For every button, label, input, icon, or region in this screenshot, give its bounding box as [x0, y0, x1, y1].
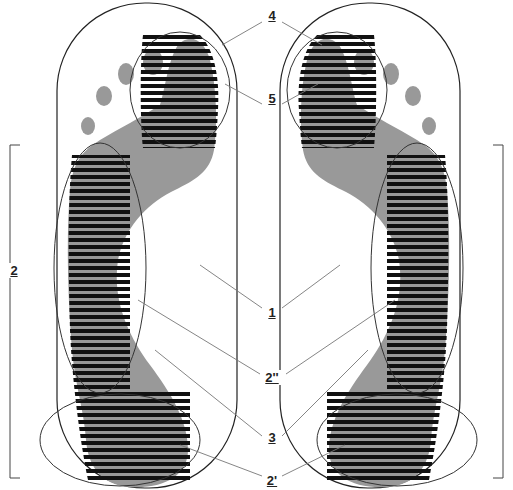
right-bracket [493, 145, 503, 478]
callout-number: 5 [266, 91, 277, 106]
callout-number: 1 [266, 305, 277, 320]
left-bracket [10, 145, 20, 478]
right-insole [280, 3, 477, 488]
callout-number: 2'' [263, 370, 280, 385]
leader-lines [138, 22, 395, 476]
callout-number: 3 [266, 430, 277, 445]
bracket-label: 2 [8, 263, 19, 278]
callout-number: 2' [265, 473, 279, 488]
callout-number: 4 [266, 8, 277, 23]
left-insole [40, 3, 237, 488]
